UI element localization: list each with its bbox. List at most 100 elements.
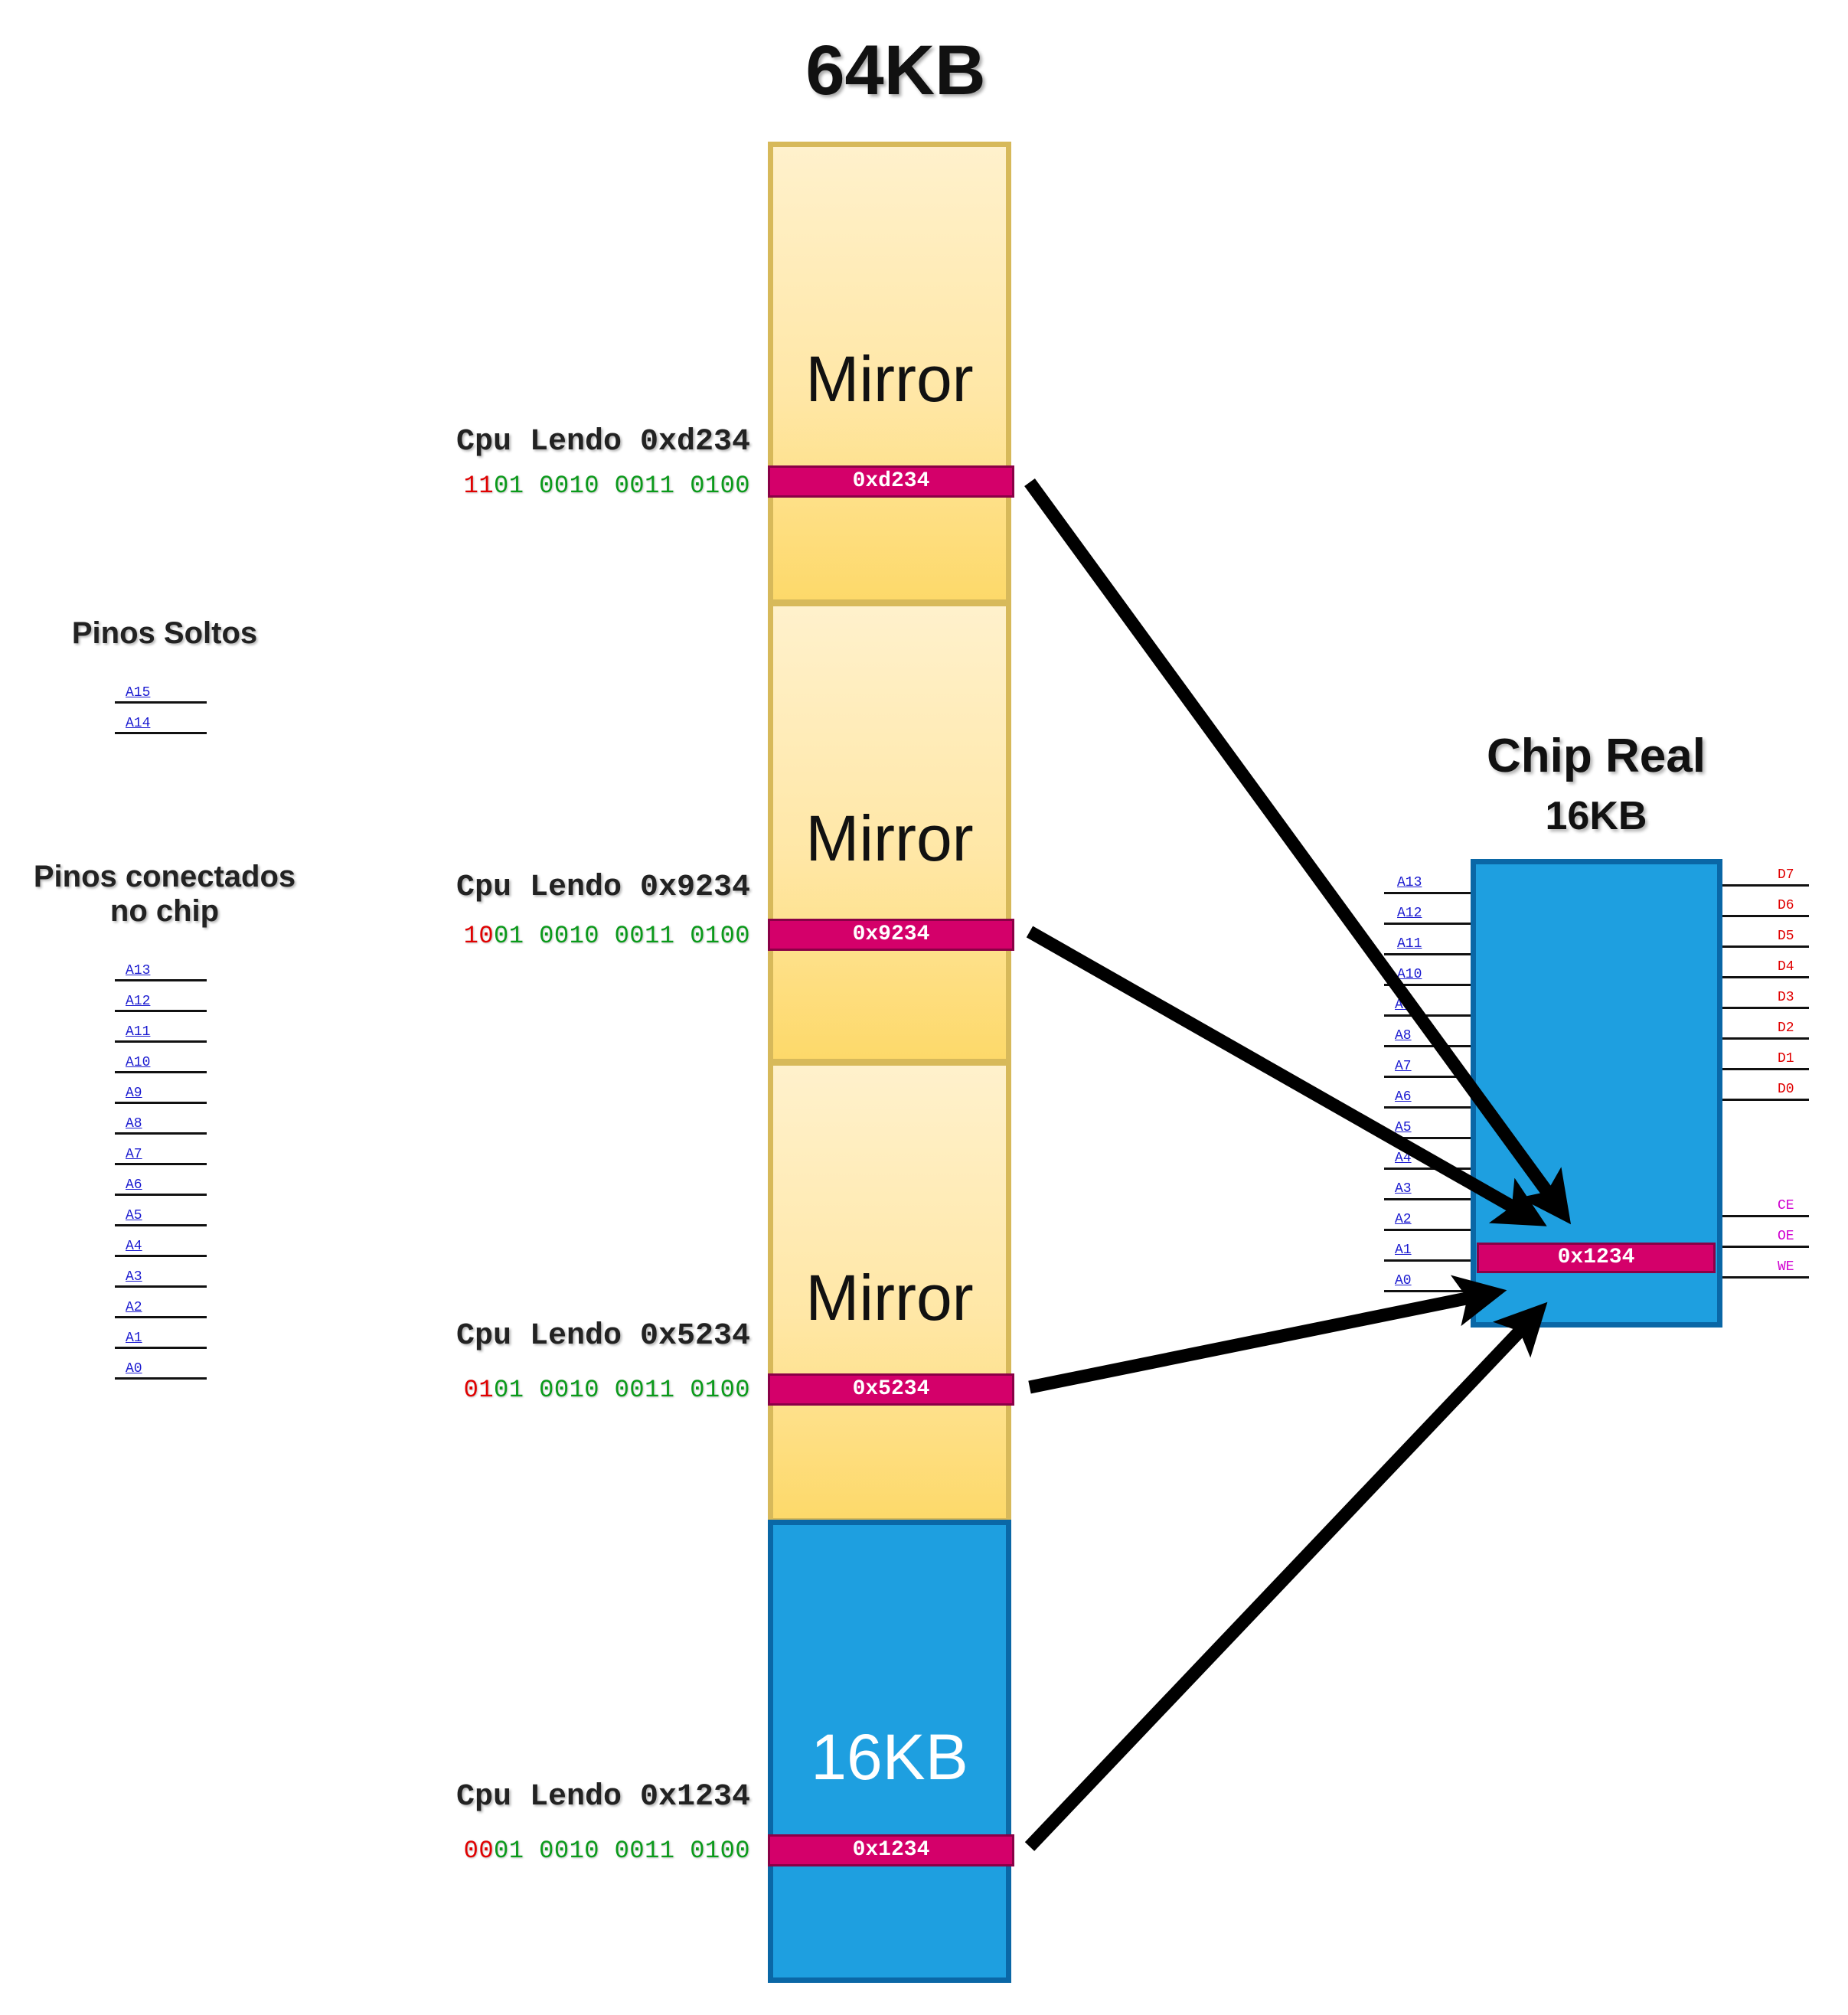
chip-control-pin-we: WE	[1778, 1259, 1794, 1275]
chip-pin-line	[1721, 1246, 1809, 1248]
pin-line	[115, 1132, 207, 1135]
connected-pins-title-line2: no chip	[109, 894, 220, 928]
chip-data-pin-d7: D7	[1778, 867, 1794, 883]
chip-title: Chip Real	[1487, 730, 1706, 782]
chip-address-bar: 0x1234	[1477, 1243, 1716, 1273]
chip-pin-line	[1384, 1168, 1472, 1170]
chip-control-pin-ce: CE	[1778, 1198, 1794, 1213]
memory-block-label: Mirror	[805, 343, 974, 415]
cpu-read-binary: 1001 0010 0011 0100	[413, 922, 750, 950]
chip-pin-line	[1384, 1259, 1472, 1262]
cpu-read-binary: 0001 0010 0011 0100	[413, 1837, 750, 1865]
chip-pin-line	[1384, 1076, 1472, 1078]
chip-address-pin-a1: A1	[1395, 1243, 1412, 1258]
pin-line	[115, 1102, 207, 1104]
chip-pin-line	[1721, 1276, 1809, 1279]
pin-label-a4: A4	[126, 1239, 142, 1254]
arrow-0x9234-to-chip	[1026, 926, 1547, 1226]
pin-line	[115, 1224, 207, 1226]
memory-block-label: Mirror	[805, 1262, 974, 1334]
pin-line	[115, 1316, 207, 1318]
binary-low-bits: 01 0010 0011 0100	[494, 922, 750, 950]
cpu-read-binary: 0101 0010 0011 0100	[413, 1376, 750, 1404]
pin-label-a7: A7	[126, 1147, 142, 1162]
chip-address-pin-a0: A0	[1395, 1273, 1412, 1288]
chip-pin-line	[1721, 884, 1809, 887]
cpu-read-label: Cpu Lendo 0x5234	[455, 1319, 750, 1354]
pin-line	[115, 1255, 207, 1257]
binary-low-bits: 01 0010 0011 0100	[494, 472, 750, 500]
chip-data-pin-d3: D3	[1778, 990, 1794, 1005]
arrow-0x1234-to-chip	[1024, 1301, 1548, 1851]
chip-pin-line	[1384, 1045, 1472, 1047]
chip-pin-line	[1384, 984, 1472, 986]
chip-pin-line	[1721, 1037, 1809, 1040]
pin-line	[115, 979, 207, 981]
connected-pins-title: Pinos conectados no chip	[8, 860, 322, 929]
address-bar-0x1234: 0x1234	[768, 1834, 1014, 1866]
chip-pin-line	[1384, 1229, 1472, 1231]
cpu-read-binary: 1101 0010 0011 0100	[413, 472, 750, 500]
chip-address-pin-a12: A12	[1397, 906, 1422, 921]
pin-line	[115, 1163, 207, 1165]
chip-address-pin-a7: A7	[1395, 1059, 1412, 1074]
chip-pin-line	[1721, 1215, 1809, 1217]
chip-data-pin-d0: D0	[1778, 1082, 1794, 1097]
memory-block-mirror-lower: Mirror	[768, 1060, 1011, 1523]
pin-label-a3: A3	[126, 1269, 142, 1285]
chip-pin-line	[1384, 953, 1472, 955]
address-bar-0x9234: 0x9234	[768, 919, 1014, 951]
chip-pin-line	[1721, 915, 1809, 917]
chip-data-pin-d4: D4	[1778, 959, 1794, 975]
chip-pin-line	[1721, 945, 1809, 948]
pin-label-a14: A14	[126, 716, 151, 731]
pin-label-a10: A10	[126, 1055, 151, 1070]
chip-pin-line	[1384, 1290, 1472, 1292]
pin-label-a12: A12	[126, 994, 151, 1009]
memory-block-mirror-top: Mirror	[768, 142, 1011, 605]
chip-pin-line	[1384, 1106, 1472, 1109]
pin-label-a5: A5	[126, 1208, 142, 1223]
chip-data-pin-d5: D5	[1778, 929, 1794, 944]
pin-line	[115, 701, 207, 704]
chip-pin-line	[1721, 976, 1809, 978]
pin-line	[115, 1010, 207, 1012]
pin-line	[115, 1071, 207, 1073]
binary-low-bits: 01 0010 0011 0100	[494, 1376, 750, 1404]
chip-pin-line	[1721, 1007, 1809, 1009]
memory-block-label: Mirror	[805, 802, 974, 874]
chip-pin-line	[1384, 1137, 1472, 1139]
chip-control-pin-oe: OE	[1778, 1229, 1794, 1244]
chip-pin-line	[1384, 923, 1472, 925]
chip-data-pin-d6: D6	[1778, 898, 1794, 913]
chip-pin-line	[1721, 1068, 1809, 1070]
pin-label-a6: A6	[126, 1177, 142, 1193]
pin-label-a0: A0	[126, 1361, 142, 1377]
chip-address-pin-a5: A5	[1395, 1120, 1412, 1135]
binary-high-bits: 00	[463, 1837, 495, 1865]
arrow-0xd234-to-chip	[1024, 478, 1572, 1225]
address-bar-0xd234: 0xd234	[768, 465, 1014, 498]
cpu-read-label: Cpu Lendo 0x1234	[455, 1780, 750, 1814]
binary-high-bits: 01	[463, 1376, 495, 1404]
cpu-read-label: Cpu Lendo 0xd234	[455, 425, 750, 459]
pin-label-a13: A13	[126, 963, 151, 978]
loose-pins-title: Pinos Soltos	[71, 616, 258, 650]
pin-line	[115, 1377, 207, 1380]
memory-block-label: 16KB	[811, 1721, 968, 1793]
pin-label-a9: A9	[126, 1086, 142, 1101]
binary-high-bits: 10	[463, 922, 495, 950]
chip-pin-line	[1384, 892, 1472, 894]
binary-high-bits: 11	[463, 472, 495, 500]
address-bar-0x5234: 0x5234	[768, 1373, 1014, 1406]
pin-line	[115, 1194, 207, 1196]
chip-address-pin-a2: A2	[1395, 1212, 1412, 1227]
binary-low-bits: 01 0010 0011 0100	[494, 1837, 750, 1865]
chip-subtitle: 16KB	[1545, 794, 1647, 838]
pin-line	[115, 1040, 207, 1043]
chip-pin-line	[1384, 1014, 1472, 1017]
chip-address-pin-a11: A11	[1397, 936, 1422, 952]
chip-address-pin-a8: A8	[1395, 1028, 1412, 1043]
chip-pin-line	[1384, 1198, 1472, 1200]
